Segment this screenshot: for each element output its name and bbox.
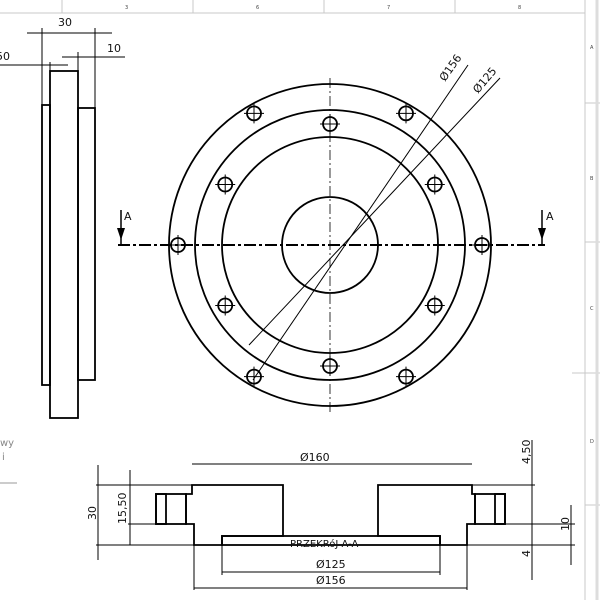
section-arrow-left: A <box>117 210 132 245</box>
dim-30: 30 <box>86 506 99 520</box>
zone-row-c: C <box>590 306 594 312</box>
dim-d156-front: Ø156 <box>437 52 465 84</box>
dim-4: 4 <box>520 550 533 557</box>
zone-col-7: 7 <box>387 5 390 11</box>
svg-text:A: A <box>546 210 554 223</box>
dim-30-side: 30 <box>58 16 72 29</box>
dim-d125-front: Ø125 <box>470 65 499 96</box>
section-arrow-right: A <box>538 210 554 245</box>
left-panel-text-2: i <box>2 452 5 463</box>
zone-col-3: 3 <box>125 5 128 11</box>
dim-d125: Ø125 <box>316 558 346 571</box>
svg-text:A: A <box>124 210 132 223</box>
section-title: PRZEKRóJ A-A <box>290 538 358 550</box>
dim-15-50: 15,50 <box>116 493 129 525</box>
zone-row-b: B <box>590 176 594 182</box>
bolt-holes <box>168 103 492 387</box>
left-panel-text-1: wy <box>0 438 14 449</box>
zone-row-a: A <box>590 45 594 51</box>
zone-col-8: 8 <box>518 5 521 11</box>
dim-50-side: 50 <box>0 50 10 63</box>
dim-10-side: 10 <box>107 42 121 55</box>
dim-4-50: 4,50 <box>520 440 533 465</box>
section-view: Ø160 PRZEKRóJ A-A Ø125 Ø156 30 15,50 4,5… <box>86 440 575 590</box>
dim-10: 10 <box>559 517 572 531</box>
front-view: Ø156 Ø125 A A <box>117 52 554 412</box>
dim-d156: Ø156 <box>316 574 346 587</box>
side-view: 30 10 50 <box>0 16 125 419</box>
zone-row-d: D <box>590 439 594 445</box>
dim-d160: Ø160 <box>300 451 330 464</box>
zone-col-6: 6 <box>256 5 259 11</box>
